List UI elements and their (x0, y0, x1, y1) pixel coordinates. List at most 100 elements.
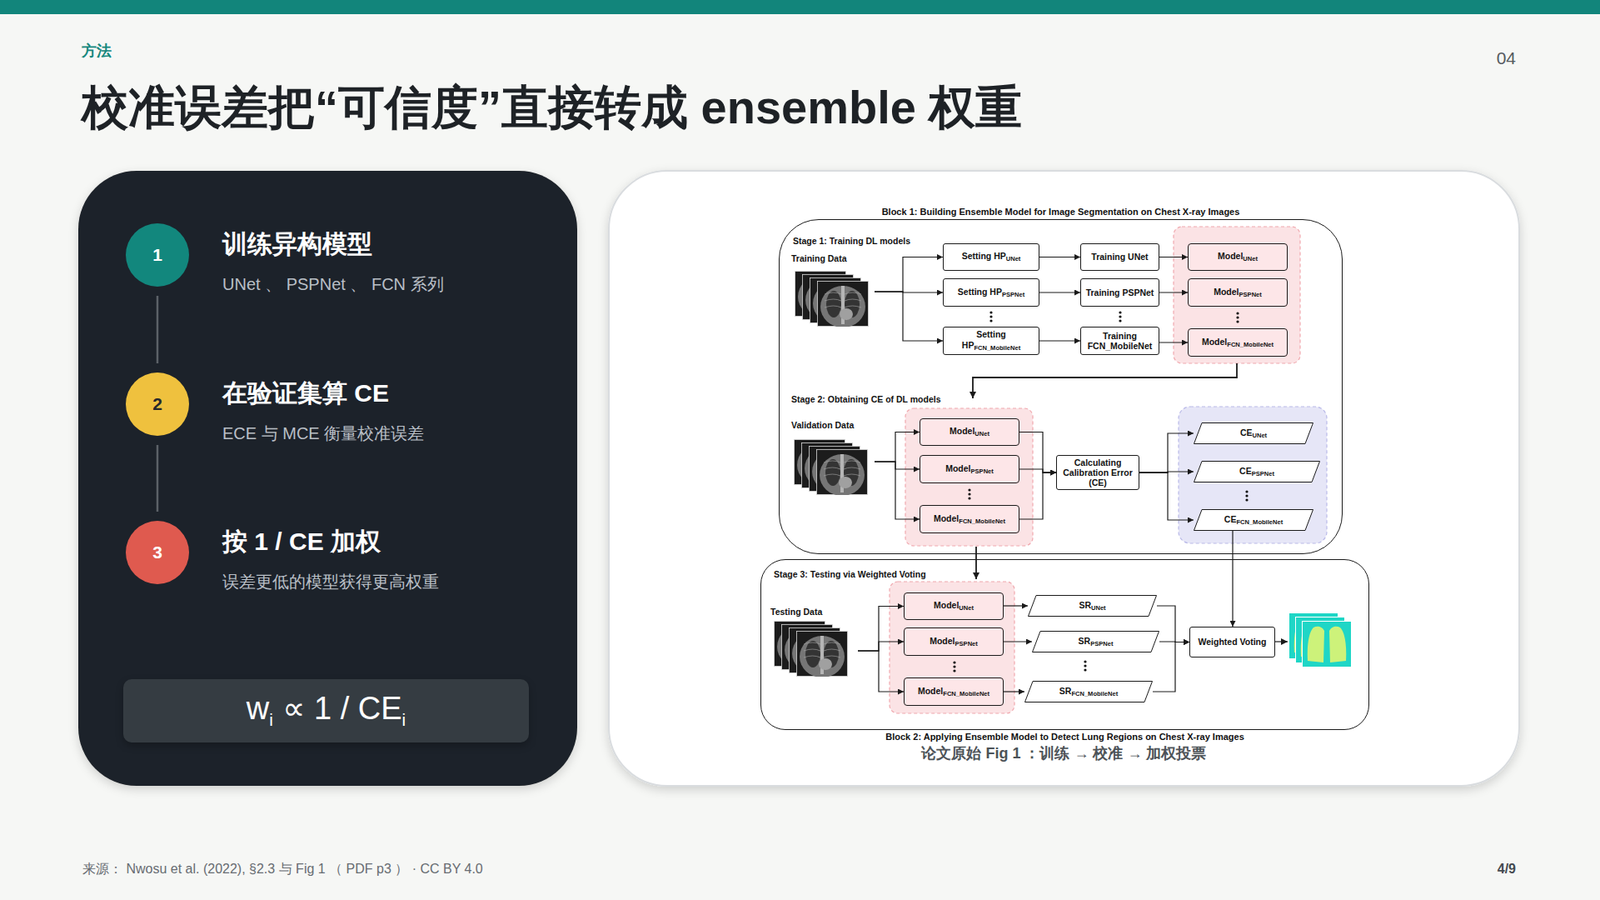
box-label: Calculating Calibration Error (CE) (1062, 457, 1132, 488)
lung-mask-stack (1289, 613, 1352, 668)
box-label: Weighted Voting (1198, 636, 1267, 647)
box-label: SR (1059, 685, 1072, 696)
box-label: Model (949, 425, 975, 436)
connector-arrow (857, 650, 904, 692)
process-box: ModelPSPNet (919, 454, 1020, 484)
connector-arrow (1152, 642, 1190, 693)
connector-line (156, 444, 160, 512)
subscript: FCN_MobileNet (973, 343, 1021, 352)
output-arrow (1275, 640, 1288, 642)
formula-text: ∝ 1 / CE (282, 690, 402, 726)
connector-arrow (874, 257, 943, 293)
subscript: UNet (1006, 254, 1022, 263)
text-holder: Setting HPFCN_MobileNet (946, 328, 1037, 352)
stage-label: Stage 3: Testing via Weighted Voting (773, 568, 927, 579)
text-holder: Setting HPPSPNet (957, 286, 1025, 300)
connector-arrow (1139, 433, 1194, 473)
process-box: Training UNet (1080, 243, 1160, 271)
text-holder: SRUNet (1078, 599, 1106, 612)
source-note: 来源： Nwosu et al. (2022), §2.3 与 Fig 1 （ … (82, 859, 484, 878)
box-label: SR (1078, 599, 1092, 610)
box-label: Model (933, 513, 959, 524)
process-box: Training FCN_MobileNet (1080, 326, 1160, 355)
text-holder: ModelPSPNet (945, 463, 994, 476)
figure-panel (608, 170, 1520, 786)
box-label: Model (933, 599, 959, 610)
dataset-label: Training Data (791, 253, 875, 265)
formula-text: w (246, 690, 270, 726)
callout-number: 3 (152, 542, 163, 563)
subscript: i (269, 709, 274, 729)
callout-number: 2 (152, 393, 163, 414)
process-box: Setting HPFCN_MobileNet (942, 326, 1040, 355)
process-box: ModelPSPNet (903, 627, 1004, 656)
ce-group-region (1178, 406, 1327, 544)
subscript: FCN_MobileNet (958, 517, 1006, 525)
subscript: FCN_MobileNet (1236, 518, 1283, 526)
box-label: CE (1239, 465, 1252, 476)
process-box: Weighted Voting (1189, 626, 1276, 658)
box-label: Model (917, 685, 943, 696)
stage-label: Stage 2: Obtaining CE of DL models (791, 393, 942, 404)
process-box: ModelUNet (919, 418, 1020, 446)
connector-arrow (1003, 640, 1032, 642)
block-heading: Block 1: Building Ensemble Model for Ima… (729, 206, 1392, 218)
connector-arrow (874, 461, 920, 519)
parallelogram-shape (1194, 423, 1314, 444)
subscript: FCN_MobileNet (1226, 340, 1274, 349)
xray-stack (774, 621, 848, 678)
subscript: PSPNet (971, 467, 994, 475)
text-holder: CEPSPNet (1239, 465, 1275, 478)
text-holder: ModelFCN_MobileNet (1201, 336, 1274, 349)
connector-arrow (874, 461, 920, 469)
box-label: Setting HP (957, 286, 1002, 297)
callout-number: 1 (152, 244, 163, 265)
text-holder: Training FCN_MobileNet (1083, 330, 1157, 351)
subscript: PSPNet (1090, 639, 1113, 648)
connector-arrow (1159, 291, 1188, 293)
text-holder: Weighted Voting (1198, 636, 1267, 647)
process-box: Setting HPUNet (942, 243, 1040, 271)
output-parallelogram: SRPSPNet (1031, 630, 1160, 653)
text-holder: CEFCN_MobileNet (1224, 513, 1283, 526)
page-number: 04 (1496, 48, 1516, 69)
formula-box: wi∝ 1 / CEi (123, 678, 529, 743)
step-heading: 在验证集算 CE (222, 378, 573, 409)
connector-arrow (874, 291, 943, 341)
subscript: PSPNet (955, 639, 978, 648)
connector-arrow (1231, 530, 1233, 627)
output-parallelogram: CEPSPNet (1193, 460, 1321, 483)
connector-arrow (1019, 468, 1057, 473)
connector-arrow (1156, 605, 1190, 643)
process-box: ModelUNet (903, 592, 1004, 620)
process-box: ModelUNet (1187, 243, 1288, 271)
subscript: PSPNet (1239, 290, 1262, 299)
connector-arrow (857, 641, 904, 651)
step-number-circle: 3 (125, 520, 190, 584)
text-holder: ModelUNet (949, 425, 990, 439)
subscript: UNet (958, 603, 974, 612)
text-holder: ModelFCN_MobileNet (917, 685, 990, 698)
box-label: Training UNet (1091, 251, 1148, 262)
connector-arrow (1039, 339, 1081, 341)
text-holder: Setting HPUNet (961, 250, 1022, 264)
xray-stack (795, 271, 869, 329)
box-label: Model (945, 463, 971, 474)
slide-counter: 4/9 (1497, 859, 1516, 878)
process-box: ModelFCN_MobileNet (919, 504, 1020, 534)
connector-arrow (1003, 604, 1028, 606)
text-holder: Training UNet (1091, 251, 1148, 262)
connector-line (156, 295, 160, 364)
parallelogram-shape (1032, 631, 1160, 653)
connector-arrow (874, 432, 920, 463)
text-holder: ModelPSPNet (929, 635, 978, 648)
subscript: UNet (1242, 254, 1258, 263)
parallelogram-shape (1194, 461, 1321, 483)
model-group-region (905, 408, 1033, 546)
step-number-circle: 1 (125, 223, 190, 287)
step-text: 训练异构模型UNet 、 PSPNet 、 FCN 系列 (222, 229, 573, 296)
dataset-node: Validation Data (791, 419, 875, 504)
dataset-node: Training Data (791, 253, 875, 330)
figure-caption: 论文原始 Fig 1 ：训练 → 校准 → 加权投票 (608, 743, 1520, 763)
